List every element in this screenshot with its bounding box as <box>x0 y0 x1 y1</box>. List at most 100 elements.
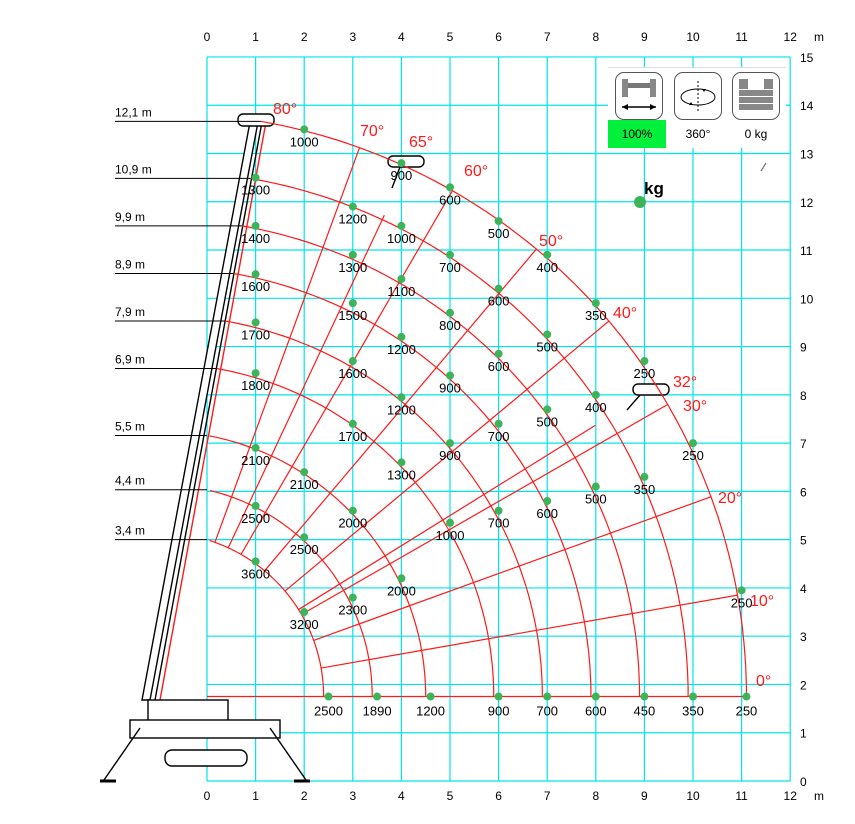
small-mark <box>760 162 767 172</box>
y-tick: 4 <box>800 582 807 596</box>
angle-line-50 <box>264 248 537 572</box>
angle-line-20 <box>313 496 712 641</box>
load-value: 250 <box>731 595 753 610</box>
angle-label: 30° <box>683 398 707 415</box>
load-point-dot <box>348 506 357 515</box>
load-point-dot <box>591 482 600 491</box>
load-value: 2100 <box>290 477 319 492</box>
load-point-dot <box>300 533 309 542</box>
x-tick-top: 6 <box>495 30 502 44</box>
load-point-dot <box>397 458 406 467</box>
rotation-button[interactable] <box>674 72 722 120</box>
load-point-dot <box>494 419 503 428</box>
load-value: 2000 <box>387 583 416 598</box>
angle-line-32 <box>298 424 596 611</box>
kg-marker-label: kg <box>644 179 664 198</box>
boom-head <box>237 113 275 127</box>
load-point-dot <box>591 390 600 399</box>
counterweight-button[interactable] <box>732 72 780 120</box>
settings-legend: 100% 360° 0 kg <box>608 67 786 148</box>
x-tick-bottom: 1 <box>252 789 259 803</box>
angle-label: 40° <box>613 305 637 322</box>
load-point-dot <box>446 250 454 259</box>
load-point-dot <box>446 518 454 527</box>
load-value: 2300 <box>338 603 367 618</box>
load-point-dot <box>426 692 435 701</box>
load-value: 500 <box>536 340 558 355</box>
boom-length-label: 10,9 m <box>115 162 152 176</box>
y-tick: 10 <box>800 292 814 306</box>
y-tick: 13 <box>800 147 814 161</box>
angle-line-65 <box>227 215 385 549</box>
angle-label: 80° <box>273 101 297 118</box>
load-point-dot <box>300 468 309 477</box>
load-value: 1300 <box>241 183 270 198</box>
load-point-dot <box>397 159 406 168</box>
load-value: 350 <box>585 308 607 323</box>
load-point-dot <box>543 692 552 701</box>
angle-label: 60° <box>464 163 488 180</box>
grid <box>206 56 791 782</box>
crane-body <box>147 699 229 723</box>
outrigger-right <box>269 727 307 781</box>
angle-labels: 80°70°65°60°50°40°32°30°20°10°0° <box>273 101 774 690</box>
angle-label: 32° <box>673 374 697 391</box>
load-point-dot <box>446 308 454 317</box>
load-value: 700 <box>488 516 510 531</box>
load-point-dot <box>742 692 751 701</box>
x-tick-bottom: 6 <box>495 789 502 803</box>
outrigger-left <box>103 727 141 781</box>
load-value: 1500 <box>338 308 367 323</box>
x-tick-top: 5 <box>447 30 454 44</box>
boom-length-arcs <box>209 120 748 697</box>
load-point-dot <box>494 506 503 515</box>
load-point-dot <box>689 439 697 448</box>
angle-line-40 <box>284 320 610 592</box>
load-value: 600 <box>585 704 607 719</box>
load-value: 900 <box>391 168 413 183</box>
load-value: 1200 <box>387 342 416 357</box>
load-point-dot <box>300 608 309 617</box>
load-value: 600 <box>488 359 510 374</box>
crane-drawing <box>100 113 670 783</box>
load-point-dot <box>397 332 406 341</box>
load-point-dot <box>543 330 552 339</box>
load-value: 2000 <box>338 516 367 531</box>
kg-marker-dot <box>634 196 646 208</box>
load-value: 900 <box>439 381 461 396</box>
boom-red-line <box>159 121 267 701</box>
load-point-dot <box>348 250 357 259</box>
load-point-dot <box>348 593 357 602</box>
load-value: 400 <box>536 260 558 275</box>
load-value: 1000 <box>387 231 416 246</box>
load-value: 350 <box>682 704 704 719</box>
angle-label: 65° <box>409 134 433 151</box>
angle-label: 10° <box>750 593 774 610</box>
load-point-dot <box>324 692 333 701</box>
x-tick-top: 11 <box>735 30 748 44</box>
x-tick-top: 9 <box>641 30 648 44</box>
load-value: 600 <box>536 506 558 521</box>
x-tick-top: 7 <box>544 30 551 44</box>
x-unit-top: m <box>814 30 824 44</box>
load-value: 2100 <box>241 453 270 468</box>
load-point-dot <box>640 692 649 701</box>
y-tick: 5 <box>800 534 807 548</box>
y-tick: 7 <box>800 437 807 451</box>
y-tick: 9 <box>800 341 807 355</box>
load-point-dot <box>689 692 697 701</box>
load-value: 600 <box>488 294 510 309</box>
y-tick: 14 <box>800 99 814 113</box>
load-point-dot <box>251 501 260 510</box>
load-value: 700 <box>488 429 510 444</box>
boom-length-label: 12,1 m <box>115 105 152 119</box>
load-value: 1300 <box>387 467 416 482</box>
outrigger-button[interactable] <box>615 72 663 120</box>
x-tick-top: 8 <box>592 30 599 44</box>
angle-line-70 <box>214 147 361 543</box>
load-point-dot <box>251 270 260 279</box>
load-value: 1300 <box>338 260 367 275</box>
boom-length-labels: 12,1 m10,9 m9,9 m8,9 m7,9 m6,9 m5,5 m4,4… <box>115 105 261 541</box>
load-value: 600 <box>439 192 461 207</box>
load-point-dot <box>397 393 406 402</box>
